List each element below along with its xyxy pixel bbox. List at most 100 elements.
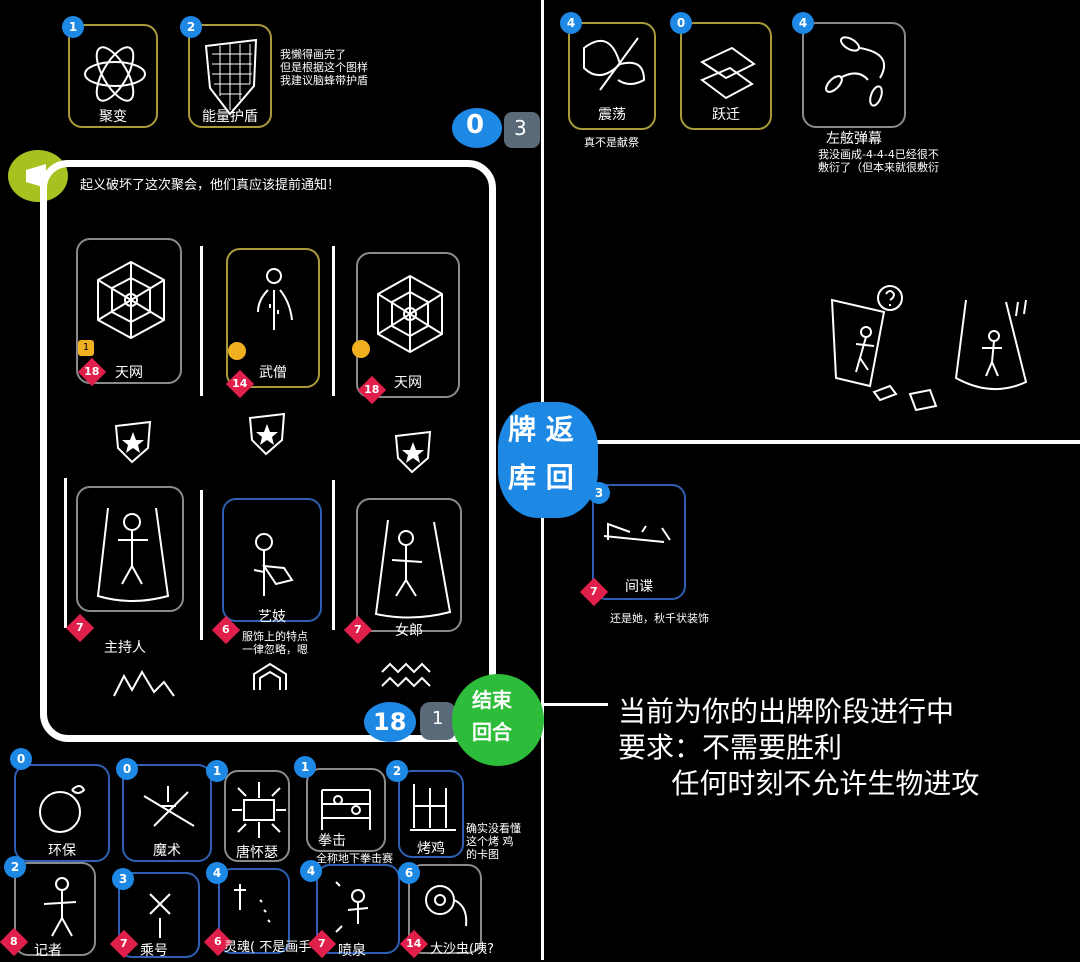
card-note: 全称地下拳击赛 xyxy=(316,852,393,865)
card-note: 服饰上的特点 一律忽略，嗯 xyxy=(242,630,308,656)
sketch-spotlight xyxy=(830,285,1028,412)
score-left: 0 xyxy=(466,110,485,140)
board-divider xyxy=(332,480,335,630)
cost-badge: 1 xyxy=(62,16,84,38)
card-name: 跃迁 xyxy=(712,107,740,123)
cost-badge: 3 xyxy=(112,868,134,890)
deck-counter-blob xyxy=(364,702,416,742)
card-name: 艺妓 xyxy=(258,609,286,625)
board-divider xyxy=(332,246,335,396)
card-shock[interactable]: 震荡 xyxy=(568,22,656,130)
card-fusion[interactable]: 聚变 xyxy=(68,24,158,128)
card-name: 天网 xyxy=(394,375,422,391)
geisha-icon xyxy=(253,533,294,596)
board-card-host[interactable] xyxy=(76,486,184,612)
card-name: 魔术 xyxy=(153,843,181,859)
hand-card-fountain[interactable] xyxy=(316,864,400,954)
card-name: 喷泉 xyxy=(338,943,366,959)
gold-badge xyxy=(352,340,370,358)
hand-card-boxing[interactable]: 拳击 xyxy=(306,768,386,852)
score-right: 3 xyxy=(514,116,527,140)
cost-badge: 2 xyxy=(386,760,408,782)
arch-icon xyxy=(253,662,287,690)
card-note: 确实没看懂 这个烤 鸡 的卡图 xyxy=(466,822,521,861)
spotlight-figure-icon xyxy=(96,507,170,602)
score-blob-left xyxy=(452,108,502,148)
card-name: 环保 xyxy=(48,843,76,859)
horizontal-divider xyxy=(588,440,1080,444)
shield-star-icon xyxy=(394,430,432,474)
deck-return-label: 牌 返 xyxy=(508,413,574,446)
card-spy[interactable]: 间谍 xyxy=(592,484,686,600)
designer-note: 我懒得画完了 但是根据这个图样 我建议脑蜂带护盾 xyxy=(280,48,368,87)
card-port-barrage[interactable] xyxy=(802,22,906,128)
board-card-skynet[interactable]: 天网 xyxy=(76,238,182,384)
card-name: 女郎 xyxy=(395,623,423,639)
cost-badge: 1 xyxy=(206,760,228,782)
sandworm-icon xyxy=(425,885,468,927)
card-energy-shield[interactable]: 能量护盾 xyxy=(188,24,272,128)
board-frame xyxy=(40,160,496,742)
fountain-icon xyxy=(335,881,369,933)
reporter-icon xyxy=(43,877,77,937)
cost-badge: 1 xyxy=(294,756,316,778)
card-note: 还是她，秋千状装饰 xyxy=(610,612,709,625)
mountain-icon xyxy=(113,670,175,697)
cost-badge: 0 xyxy=(10,748,32,770)
hex-shield-icon xyxy=(204,38,258,116)
board-card-geisha[interactable]: 艺妓 xyxy=(222,498,322,625)
multiply-icon xyxy=(149,893,171,938)
swing-icon xyxy=(603,522,671,543)
card-name: 主持人 xyxy=(104,640,146,656)
buff-badge: 1 xyxy=(78,340,94,356)
hand-card-soul[interactable] xyxy=(218,868,290,954)
cost-badge: 6 xyxy=(398,862,420,884)
boxing-icon xyxy=(321,789,371,830)
board-divider xyxy=(200,246,203,396)
cost-badge: 4 xyxy=(300,860,322,882)
cost-badge: 4 xyxy=(792,12,814,34)
chicken-icon xyxy=(410,784,456,831)
card-name: 记者 xyxy=(34,943,62,959)
card-name: 大沙虫(咦? xyxy=(430,942,494,957)
spiderweb-icon xyxy=(97,260,165,340)
cost-badge: 4 xyxy=(206,862,228,884)
spiderweb-icon xyxy=(377,274,443,354)
board-card-skynet[interactable]: 天网 xyxy=(356,252,460,398)
apple-icon xyxy=(39,785,86,833)
cost-badge: 3 xyxy=(588,482,610,504)
hand-card-roast-chicken[interactable]: 烤鸡 xyxy=(398,770,464,858)
hand-card-sandworm[interactable] xyxy=(408,864,482,954)
board-card-girl[interactable]: 女郎 xyxy=(356,498,462,639)
card-name: 灵魂( 不是画手 xyxy=(224,940,312,955)
card-name: 武僧 xyxy=(259,365,287,381)
deck-return-label: 库 回 xyxy=(508,461,574,494)
hand-counter: 1 xyxy=(432,708,444,729)
cost-badge: 0 xyxy=(116,758,138,780)
end-turn-label: 结束 xyxy=(472,688,512,712)
hand-card-magic[interactable]: 魔术 xyxy=(122,764,212,862)
hand-card-tannhauser[interactable]: 唐怀瑟 xyxy=(224,770,290,862)
board-card-monk[interactable]: 武僧 xyxy=(226,248,320,388)
pointer-line xyxy=(544,703,608,706)
hand-card-reporter[interactable] xyxy=(14,862,96,956)
monk-icon xyxy=(257,268,293,330)
card-note: 我没画成-4-4-4已经很不 敷衍了（但本来就很敷衍 xyxy=(818,148,939,174)
gold-badge xyxy=(228,342,246,360)
board-divider xyxy=(64,478,67,628)
end-turn-button[interactable] xyxy=(452,674,544,766)
card-warp[interactable]: 跃迁 xyxy=(680,22,772,130)
warp-icon xyxy=(699,46,756,100)
card-name: 天网 xyxy=(115,365,143,381)
card-name: 唐怀瑟 xyxy=(236,845,278,861)
card-name: 左舷弹幕 xyxy=(826,131,882,147)
shock-icon xyxy=(583,37,646,91)
card-note: 真不是献祭 xyxy=(584,136,639,149)
hand-card-multiply[interactable] xyxy=(118,872,200,958)
deck-return-button[interactable] xyxy=(498,402,598,518)
card-name: 乘号 xyxy=(140,943,168,959)
hand-card-eco[interactable]: 环保 xyxy=(14,764,110,862)
card-name: 烤鸡 xyxy=(417,841,445,857)
card-name: 聚变 xyxy=(99,109,127,125)
hand-counter-blob xyxy=(420,702,456,740)
